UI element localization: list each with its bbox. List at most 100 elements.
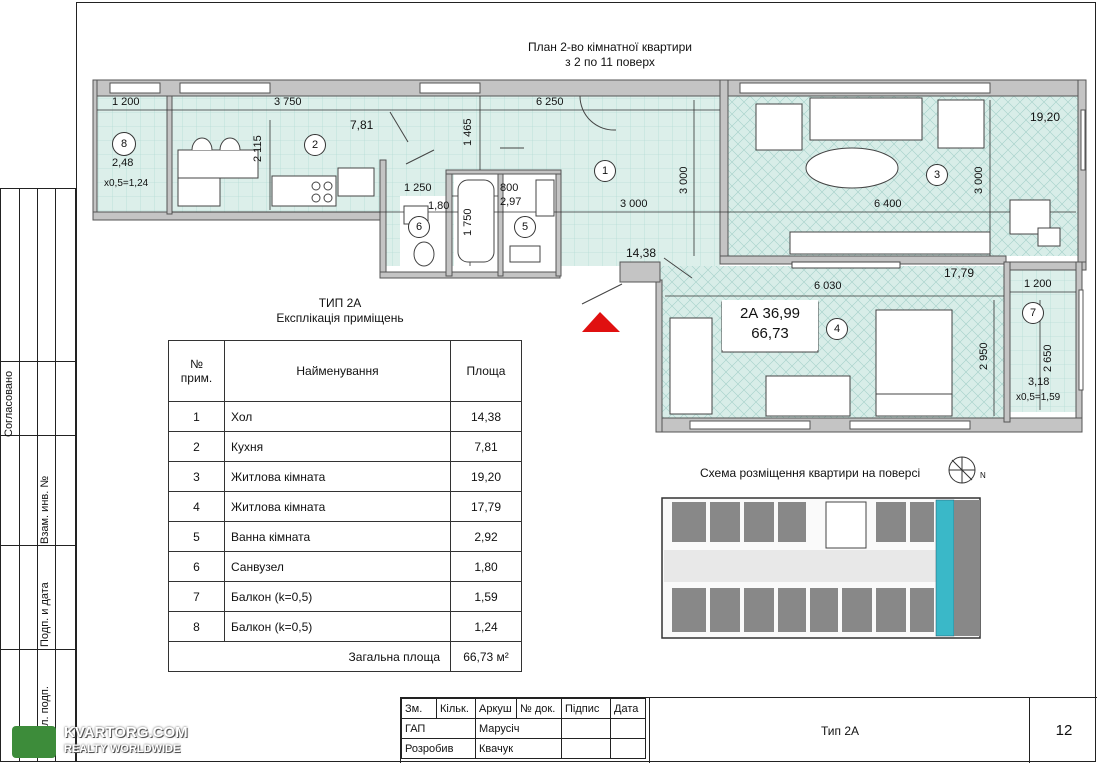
apartment-label: 2А 36,99 66,73 bbox=[722, 300, 818, 350]
room-4-area: 17,79 bbox=[944, 266, 975, 280]
room-1-number: 1 bbox=[594, 160, 616, 182]
type-label-line1: ТИП 2А bbox=[318, 296, 362, 310]
dim-1750: 1 750 bbox=[462, 208, 474, 236]
stamp-header-docnum: № док. bbox=[516, 698, 562, 719]
stamp-title: Тип 2А bbox=[649, 698, 1030, 763]
stamp-name-1: Марусіч bbox=[475, 718, 562, 739]
dim-1200-right: 1 200 bbox=[1024, 278, 1052, 290]
dim-6030: 6 030 bbox=[814, 280, 842, 292]
dim-2650: 2 650 bbox=[1042, 344, 1054, 372]
title-block: Зм. Кільк. Аркуш № док. Підпис Дата ГАП … bbox=[400, 697, 1097, 763]
stamp-header-date: Дата bbox=[610, 698, 646, 719]
row-num: 7 bbox=[168, 581, 225, 612]
entry-marker-icon bbox=[582, 312, 620, 332]
room-1-area: 14,38 bbox=[626, 246, 657, 260]
compass-icon bbox=[948, 456, 976, 484]
row-num: 1 bbox=[168, 401, 225, 432]
row-num: 8 bbox=[168, 611, 225, 642]
type-label-line2: Експлікація приміщень bbox=[276, 311, 404, 325]
plan-title-line2: з 2 по 11 поверх bbox=[565, 55, 655, 69]
side-title-strip: Согласовано Взам. инв. № Подп. и дата № … bbox=[0, 188, 76, 762]
dim-3000-vertical-a: 3 000 bbox=[678, 166, 690, 194]
apartment-label-line2: 66,73 bbox=[751, 325, 789, 342]
dim-2950: 2 950 bbox=[978, 342, 990, 370]
room-5-area: 2,97 bbox=[500, 196, 522, 208]
row-name: Житлова кімната bbox=[224, 461, 451, 492]
row-area: 1,80 bbox=[450, 551, 522, 582]
room-7-coef: x0,5=1,59 bbox=[1016, 392, 1061, 403]
scheme-title: Схема розміщення квартири на поверсі bbox=[700, 466, 921, 480]
floor-scheme bbox=[661, 497, 981, 639]
room-8-area: 2,48 bbox=[112, 157, 134, 169]
row-area: 1,24 bbox=[450, 611, 522, 642]
dim-2115: 2 115 bbox=[252, 135, 264, 162]
dim-3000-hall: 3 000 bbox=[620, 198, 648, 210]
row-num: 3 bbox=[168, 461, 225, 492]
stamp-header-qty: Кільк. bbox=[436, 698, 476, 719]
row-num: 6 bbox=[168, 551, 225, 582]
row-num: 5 bbox=[168, 521, 225, 552]
total-label: Загальна площа bbox=[168, 641, 451, 672]
watermark-line2: REALTY WORLDWIDE bbox=[64, 743, 181, 755]
stamp-sheet-number: 12 bbox=[1029, 698, 1098, 763]
dim-6400: 6 400 bbox=[874, 198, 902, 210]
dim-3750: 3 750 bbox=[274, 96, 302, 108]
row-name: Балкон (k=0,5) bbox=[224, 581, 451, 612]
room-6-area: 1,80 bbox=[428, 200, 450, 212]
row-name: Кухня bbox=[224, 431, 451, 462]
plan-title-line1: План 2-во кімнатної квартири bbox=[528, 40, 692, 54]
type-label: ТИП 2А Експлікація приміщень bbox=[250, 296, 430, 326]
house-logo-icon bbox=[12, 726, 56, 758]
room-7-area: 3,18 bbox=[1028, 376, 1050, 388]
col-header-name: Найменування bbox=[224, 340, 451, 402]
row-area: 14,38 bbox=[450, 401, 522, 432]
row-num: 4 bbox=[168, 491, 225, 522]
room-6-number: 6 bbox=[408, 216, 430, 238]
stamp-name-2: Квачук bbox=[475, 738, 562, 759]
stamp-role-2: Розробив bbox=[401, 738, 476, 759]
row-name: Балкон (k=0,5) bbox=[224, 611, 451, 642]
room-8-number: 8 bbox=[112, 132, 136, 156]
total-value: 66,73 м² bbox=[450, 641, 522, 672]
col-header-num: № прим. bbox=[168, 340, 225, 402]
dim-1465: 1 465 bbox=[462, 118, 474, 146]
row-area: 1,59 bbox=[450, 581, 522, 612]
stamp-header-signature: Підпис bbox=[561, 698, 611, 719]
plan-title: План 2-во кімнатної квартири з 2 по 11 п… bbox=[500, 40, 720, 70]
row-num: 2 bbox=[168, 431, 225, 462]
room-2-number: 2 bbox=[304, 134, 326, 156]
room-5-number: 5 bbox=[514, 216, 536, 238]
dim-1250: 1 250 bbox=[404, 182, 432, 194]
row-name: Хол bbox=[224, 401, 451, 432]
row-area: 7,81 bbox=[450, 431, 522, 462]
total-row: Загальна площа 66,73 м² bbox=[168, 641, 522, 672]
watermark-line1: KVARTORG.COM bbox=[64, 724, 188, 741]
col-header-area: Площа bbox=[450, 340, 522, 402]
drawing-frame bbox=[76, 2, 1096, 762]
stamp-header-change: Зм. bbox=[401, 698, 437, 719]
room-4-number: 4 bbox=[826, 318, 848, 340]
row-name: Житлова кімната bbox=[224, 491, 451, 522]
stamp-role-1: ГАП bbox=[401, 718, 476, 739]
watermark-logo: KVARTORG.COM REALTY WORLDWIDE bbox=[8, 722, 188, 762]
dim-6250: 6 250 bbox=[536, 96, 564, 108]
room-7-number: 7 bbox=[1022, 302, 1044, 324]
row-name: Ванна кімната bbox=[224, 521, 451, 552]
row-area: 17,79 bbox=[450, 491, 522, 522]
row-name: Санвузел bbox=[224, 551, 451, 582]
dim-1200-left: 1 200 bbox=[112, 96, 140, 108]
dim-800: 800 bbox=[500, 182, 519, 194]
title-block-table: Зм. Кільк. Аркуш № док. Підпис Дата ГАП … bbox=[401, 698, 646, 759]
room-3-number: 3 bbox=[926, 164, 948, 186]
north-label: N bbox=[980, 471, 986, 480]
